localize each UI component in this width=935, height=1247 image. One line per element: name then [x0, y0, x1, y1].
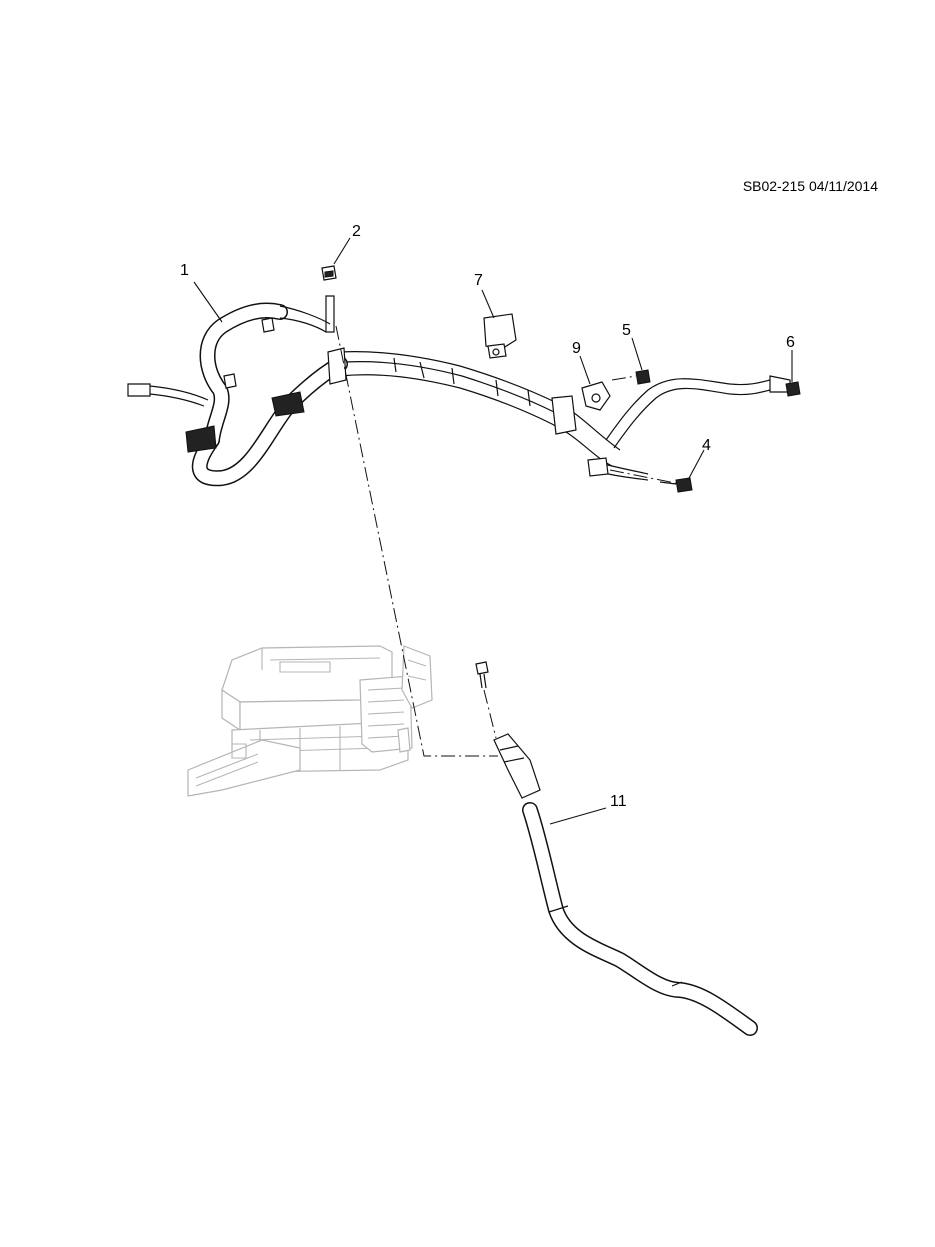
leader-9	[579, 355, 591, 385]
callout-2: 2	[352, 223, 361, 240]
callout-6: 6	[786, 334, 795, 351]
battery-cable-part-11	[493, 733, 758, 1036]
clip-part-2	[321, 265, 337, 281]
leader-1	[193, 281, 223, 323]
callout-4: 4	[702, 437, 711, 454]
leader-5	[631, 337, 643, 371]
leader-11	[549, 807, 607, 825]
nut-part-6	[785, 381, 801, 397]
document-id: SB02-215 04/11/2014	[742, 178, 878, 194]
bolt-part-4	[659, 477, 693, 493]
callout-5: 5	[622, 322, 631, 339]
leader-2	[333, 237, 351, 265]
callouts: 1 2 4 5 6 7 9 11	[180, 223, 795, 825]
callout-9: 9	[572, 340, 581, 357]
bracket-part-9	[581, 381, 611, 411]
leader-4	[687, 449, 705, 481]
alignment-lines	[335, 325, 681, 757]
cable-harness-assembly	[127, 295, 791, 487]
callout-7: 7	[474, 272, 483, 289]
bolt-upper-ghost	[475, 661, 489, 689]
leader-7	[481, 289, 495, 319]
junction-box-ghost	[187, 645, 433, 797]
callout-1: 1	[180, 262, 189, 279]
callout-11: 11	[610, 793, 627, 810]
bracket-part-7	[483, 313, 517, 359]
nut-part-5	[635, 369, 651, 385]
